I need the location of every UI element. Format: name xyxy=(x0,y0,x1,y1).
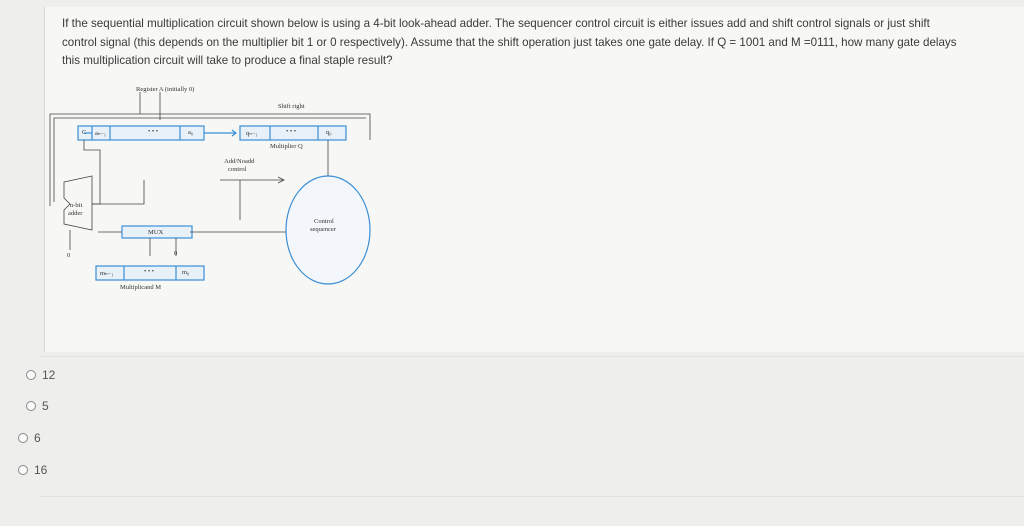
carry-label: C xyxy=(82,129,87,136)
option-5[interactable]: 5 xyxy=(26,399,49,413)
zero-mux-label: 0 xyxy=(174,250,178,257)
radio-icon[interactable] xyxy=(26,370,36,380)
option-12[interactable]: 12 xyxy=(26,368,55,382)
radio-icon[interactable] xyxy=(18,465,28,475)
mux-label: MUX xyxy=(148,229,164,236)
option-label: 5 xyxy=(42,399,49,413)
q-high-label: qₙ₋₁ xyxy=(246,130,258,137)
add-noadd-label: Add/Noadd xyxy=(224,158,255,165)
register-a-label: Register A (initially 0) xyxy=(136,86,195,93)
zero-left-label: 0 xyxy=(67,252,71,259)
q-dots-label: • • • xyxy=(286,128,297,135)
radio-icon[interactable] xyxy=(18,433,28,443)
shift-right-label: Shift right xyxy=(278,103,305,110)
q-low-label: q₀ xyxy=(326,129,332,136)
m-high-label: mₙ₋₁ xyxy=(100,270,114,277)
question-text: If the sequential multiplication circuit… xyxy=(62,17,957,68)
option-label: 16 xyxy=(34,463,48,477)
option-label: 12 xyxy=(42,368,56,382)
multiplier-q-label: Multiplier Q xyxy=(270,143,303,150)
circuit-diagram xyxy=(49,92,371,285)
option-label: 6 xyxy=(34,431,41,445)
a-dots-label: • • • xyxy=(148,128,159,135)
control-sequencer-label-2: sequencer xyxy=(310,226,336,233)
nbit-label: n-bit xyxy=(70,202,83,209)
radio-icon[interactable] xyxy=(26,401,36,411)
a-low-label: a₀ xyxy=(188,129,194,136)
option-6[interactable]: 6 xyxy=(18,431,41,445)
multiplication-circuit-figure: Register A (initially 0) Shift right C a… xyxy=(40,80,400,300)
m-low-label: m₀ xyxy=(182,269,190,276)
multiplicand-label: Multiplicand M xyxy=(120,284,161,291)
control-label: control xyxy=(228,166,247,173)
a-high-label: aₙ₋₁ xyxy=(95,130,107,137)
options-divider xyxy=(40,356,1024,357)
footer-divider xyxy=(40,496,1024,497)
adder-label: adder xyxy=(68,210,83,217)
option-16[interactable]: 16 xyxy=(18,463,47,477)
control-sequencer-label-1: Control xyxy=(314,218,334,225)
question-card xyxy=(44,7,1024,352)
m-dots-label: • • • xyxy=(144,268,155,275)
